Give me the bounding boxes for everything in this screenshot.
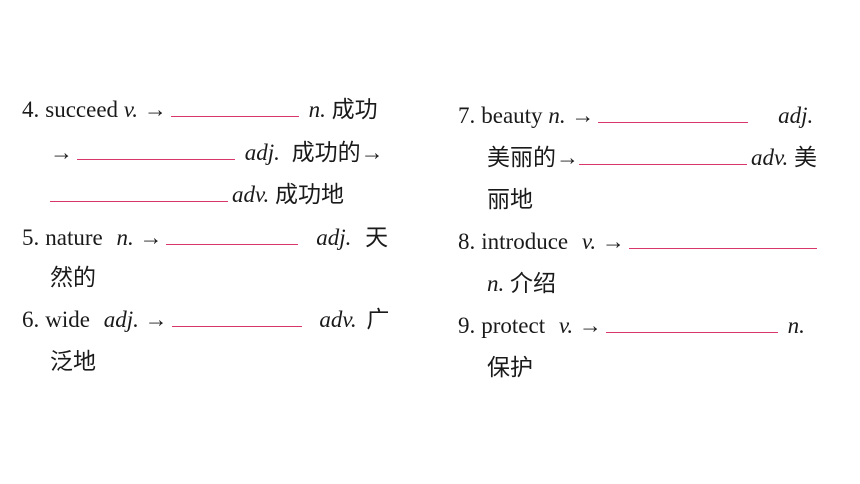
item-9-line-1: 9.protect v. → n. bbox=[458, 311, 805, 341]
pos-label: n. bbox=[548, 103, 566, 128]
pos-label: n. bbox=[487, 271, 505, 296]
pos-label: adv. bbox=[319, 307, 357, 332]
word: introduce bbox=[481, 229, 569, 254]
item-6-line-1: 6.wide adj. → adv. 广 bbox=[22, 305, 389, 335]
arrow: → bbox=[139, 225, 163, 250]
answer-blank[interactable] bbox=[579, 146, 747, 165]
item-8-line-1: 8.introduce v. → bbox=[458, 227, 821, 257]
item-7-line-2: 美丽的→ adv. 美 bbox=[487, 143, 817, 173]
item-6-line-2: 泛地 bbox=[50, 347, 96, 377]
item-number: 4. bbox=[22, 97, 40, 122]
item-9-line-2: 保护 bbox=[487, 353, 533, 383]
arrow: → bbox=[144, 307, 168, 332]
item-4-line-1: 4.succeed v. → n. 成功 bbox=[22, 95, 378, 125]
answer-blank[interactable] bbox=[598, 104, 749, 123]
word: succeed bbox=[45, 97, 119, 122]
answer-blank[interactable] bbox=[628, 230, 817, 249]
word: beauty bbox=[481, 103, 543, 128]
pos-label: v. bbox=[558, 313, 574, 338]
meaning: 美 bbox=[794, 145, 818, 170]
answer-blank[interactable] bbox=[170, 98, 299, 117]
item-number: 7. bbox=[458, 103, 476, 128]
pos-label: n. bbox=[116, 225, 134, 250]
meaning: 然的 bbox=[50, 265, 96, 290]
answer-blank[interactable] bbox=[166, 226, 299, 245]
answer-blank[interactable] bbox=[77, 141, 235, 160]
pos-label: n. bbox=[308, 97, 326, 122]
pos-label: adj. bbox=[244, 140, 280, 165]
item-7-line-1: 7.beauty n. → adj. bbox=[458, 101, 813, 131]
arrow: → bbox=[143, 97, 167, 122]
item-4-line-3: adv. 成功地 bbox=[50, 180, 344, 210]
pos-label: v. bbox=[581, 229, 597, 254]
meaning: 介绍 bbox=[510, 271, 556, 296]
arrow: → bbox=[578, 313, 602, 338]
word: wide bbox=[45, 307, 90, 332]
word: protect bbox=[481, 313, 546, 338]
meaning: 保护 bbox=[487, 355, 533, 380]
word: nature bbox=[45, 225, 103, 250]
item-number: 8. bbox=[458, 229, 476, 254]
answer-blank[interactable] bbox=[171, 308, 302, 327]
item-5-line-2: 然的 bbox=[50, 263, 96, 293]
item-8-line-2: n. 介绍 bbox=[487, 269, 556, 299]
item-4-line-2: → adj. 成功的→ bbox=[50, 138, 384, 168]
meaning: 成功地 bbox=[275, 182, 345, 207]
arrow: → bbox=[601, 229, 625, 254]
meaning: 成功 bbox=[331, 97, 378, 122]
pos-label: adj. bbox=[316, 225, 352, 250]
arrow: → bbox=[571, 103, 595, 128]
meaning: 美丽的→ bbox=[487, 145, 579, 170]
pos-label: n. bbox=[787, 313, 805, 338]
pos-label: adj. bbox=[778, 103, 814, 128]
meaning: 泛地 bbox=[50, 349, 96, 374]
item-7-line-3: 丽地 bbox=[487, 185, 533, 215]
item-number: 9. bbox=[458, 313, 476, 338]
answer-blank[interactable] bbox=[605, 314, 778, 333]
pos-label: v. bbox=[123, 97, 139, 122]
answer-blank[interactable] bbox=[50, 183, 228, 202]
item-number: 5. bbox=[22, 225, 40, 250]
item-5-line-1: 5.nature n. → adj. 天 bbox=[22, 223, 388, 253]
meaning: 广 bbox=[366, 307, 390, 332]
pos-label: adj. bbox=[103, 307, 139, 332]
item-number: 6. bbox=[22, 307, 40, 332]
meaning: 丽地 bbox=[487, 187, 533, 212]
arrow: → bbox=[50, 140, 73, 165]
pos-label: adv. bbox=[232, 182, 270, 207]
meaning: 天 bbox=[365, 225, 389, 250]
pos-label: adv. bbox=[751, 145, 789, 170]
meaning: 成功的→ bbox=[291, 140, 384, 165]
